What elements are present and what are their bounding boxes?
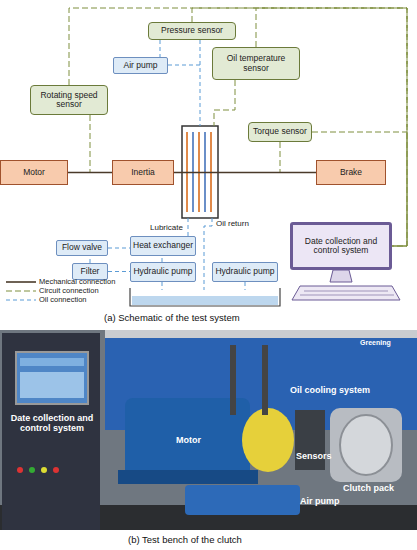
node-label: Air pump (123, 61, 157, 70)
node-label: Date collection and control system (295, 237, 387, 256)
part-label: Oil cooling system (290, 386, 370, 396)
part-label: Greening (360, 339, 391, 347)
component-box: Brake (316, 160, 386, 185)
node-label: Inertia (131, 168, 155, 177)
legend-item: Oil connection (6, 295, 87, 304)
legend-line (6, 299, 36, 300)
part-label: Oil return (216, 220, 249, 229)
node-label: Flow valve (62, 243, 102, 252)
legend-text: Oil connection (39, 295, 87, 304)
node-label: Motor (23, 168, 45, 177)
part-label: Lubricate (150, 224, 183, 233)
component-box: Pressure sensor (148, 22, 236, 40)
component-box: Hydraulic pump (130, 262, 196, 282)
legend-sample (6, 278, 36, 286)
connection-line (108, 271, 130, 272)
legend-item: Mechanical connection (6, 277, 115, 286)
component-box: Oil temperature sensor (212, 47, 300, 80)
figure-caption: (b) Test bench of the clutch (128, 535, 242, 545)
computer-screen: Date collection and control system (290, 222, 392, 270)
component-box: Inertia (112, 160, 174, 185)
node-label: Hydraulic pump (133, 267, 192, 276)
node-label: Torque sensor (253, 127, 307, 136)
component-box: Air pump (113, 57, 168, 74)
part-label: Motor (176, 436, 201, 446)
component-box: Motor (0, 160, 68, 185)
legend-line (6, 290, 36, 291)
component-box: Heat exchanger (130, 236, 196, 256)
connection-line (108, 248, 130, 249)
node-label: Hydraulic pump (215, 267, 274, 276)
test-bench-photo (0, 330, 417, 530)
figure-caption: (a) Schematic of the test system (104, 313, 240, 323)
part-label: Date collection and control system (8, 414, 96, 434)
component-box: Rotating speed sensor (30, 85, 108, 115)
node-label: Heat exchanger (133, 241, 193, 250)
computer-stand (292, 270, 400, 300)
node-label: Brake (340, 168, 362, 177)
connection-line (192, 8, 407, 246)
legend-text: Circuit connection (39, 286, 99, 295)
connection-line (174, 172, 316, 174)
node-label: Rotating speed sensor (33, 91, 105, 110)
node-label: Oil temperature sensor (215, 54, 297, 73)
legend-sample (6, 296, 36, 304)
legend-text: Mechanical connection (39, 277, 115, 286)
part-label: Air pump (300, 497, 340, 507)
node-label: Filter (81, 267, 100, 276)
node-label: Pressure sensor (161, 26, 223, 35)
legend-line (6, 281, 36, 283)
oil-tank (130, 288, 280, 306)
component-box: Flow valve (56, 240, 108, 256)
legend-sample (6, 287, 36, 295)
connection-line (160, 40, 161, 57)
part-label: Sensors (296, 452, 332, 462)
connection-line (68, 172, 112, 174)
connection-line (90, 256, 91, 263)
part-label: Clutch pack (343, 484, 394, 494)
component-box: Torque sensor (248, 122, 312, 142)
connection-line (69, 8, 407, 246)
component-box: Hydraulic pump (212, 262, 278, 282)
legend-item: Circuit connection (6, 286, 99, 295)
